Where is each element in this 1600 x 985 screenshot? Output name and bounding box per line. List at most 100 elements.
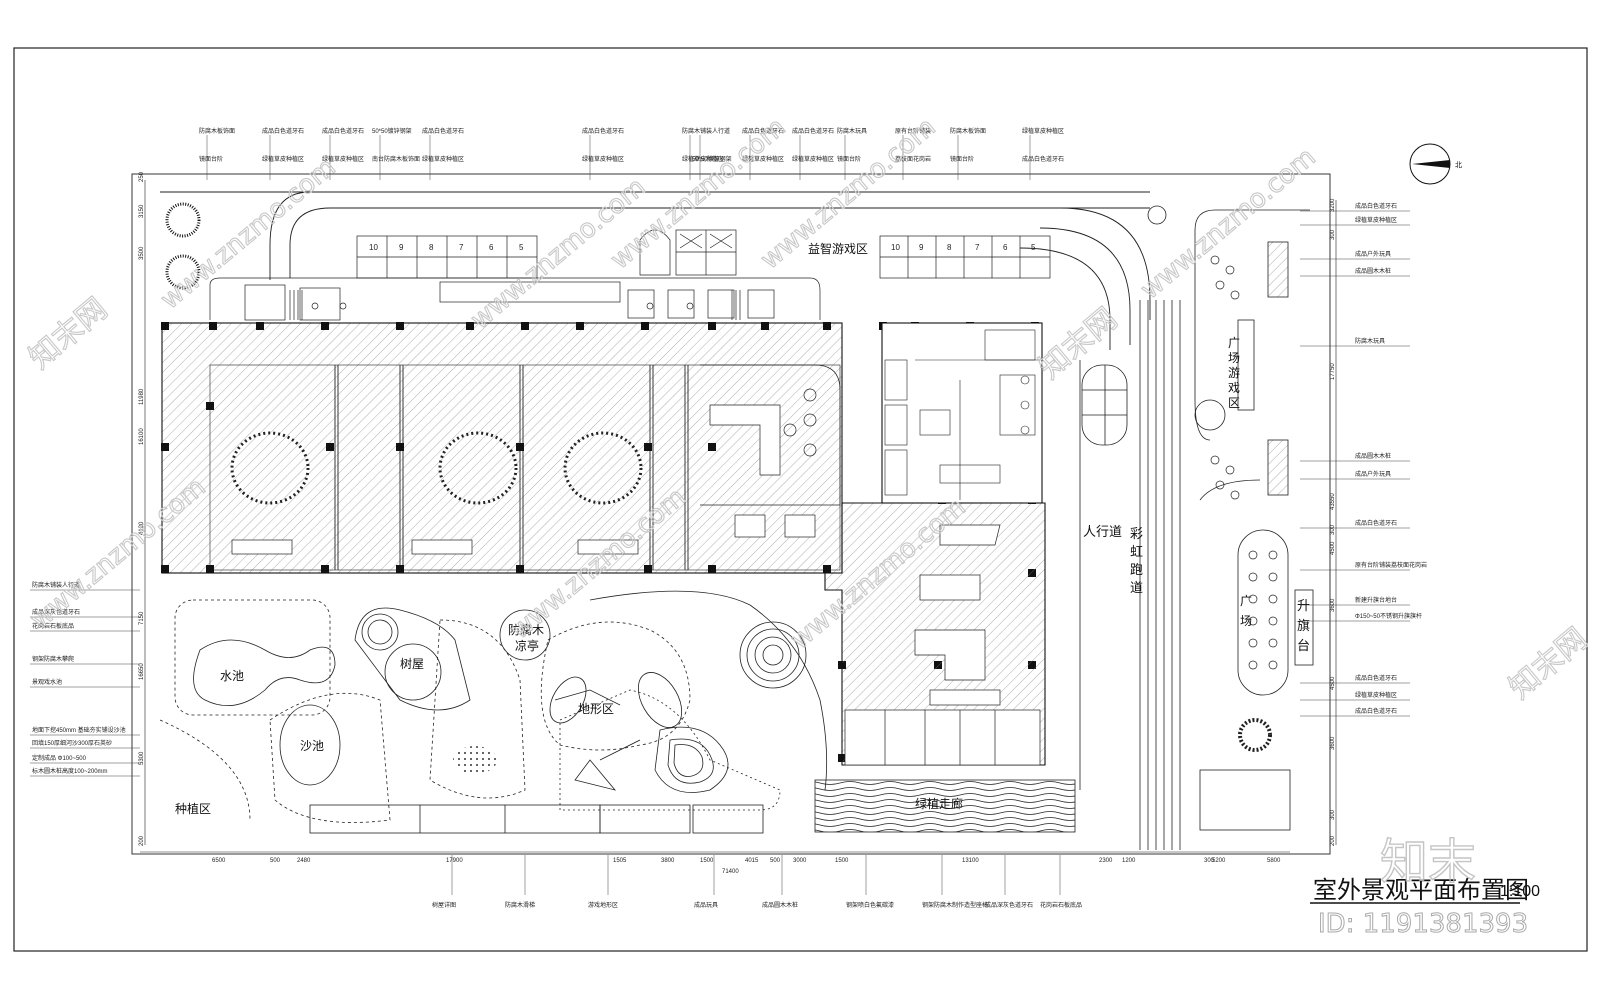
dimension-text: 4500 [1330,676,1336,690]
right-annotations: 成品白色道牙石绿植草皮种植区成品户外玩具成品圆木木桩防腐木玩具成品圆木木桩成品户… [1300,202,1427,717]
left-label: 标木圆木桩高度100~200mm [32,767,108,775]
flag-char-1: 升 [1297,598,1310,613]
plaza-play-char-5: 区 [1228,396,1240,410]
top-label-line1: 成品白色道牙石 [792,127,834,135]
toy-dot [1248,616,1258,626]
toy-dot [1248,638,1258,648]
grid-number: 7 [459,243,464,252]
dimension-text: 3150 [139,204,145,218]
classroom-circles [230,431,643,505]
top-label-line1: 成品白色道牙石 [582,127,624,135]
kitchen-block [881,322,1043,504]
north-road [160,191,1151,350]
zone-green-corridor: 绿植走廊 [915,796,963,811]
toy-dot [1248,660,1258,670]
top-label-line1: 防腐木铺装人行道 [682,127,730,135]
dimension-text: 17900 [446,858,463,864]
rainbow-char-2: 虹 [1130,544,1143,559]
zone-sand-pool: 沙池 [300,739,324,753]
column [823,565,831,573]
plaza-play-char-4: 戏 [1228,381,1240,395]
drawing-title: 室外景观平面布置图 [1313,877,1529,904]
grid-number: 7 [975,243,980,252]
bottom-label: 游戏地形区 [588,901,618,909]
grid-number: 6 [489,243,494,252]
dimension-text: 500 [270,858,281,864]
right-label: 成品白色道牙石 [1355,519,1397,527]
dimension-text: 200 [139,835,145,846]
dimension-text: 1200 [1122,858,1136,864]
column [161,565,169,573]
column [161,443,169,451]
toy-dot [1210,255,1220,265]
dimension-total: 71400 [722,869,739,875]
toy-dot [1230,490,1240,500]
right-label: 绿植草皮种植区 [1355,691,1397,699]
column [209,322,217,330]
right-label: 成品圆木木桩 [1355,452,1391,460]
top-label-line2: 荔枝面花岗岩 [895,155,931,163]
column [708,443,716,451]
grid-number: 9 [399,243,404,252]
column [516,565,524,573]
column [396,322,404,330]
right-label: 成品户外玩具 [1355,470,1391,478]
top-label-line2: 镜面台阶 [199,155,223,163]
column [641,322,649,330]
top-label-line2: 绿植草皮种植区 [262,155,304,163]
rainbow-char-3: 跑 [1130,562,1143,577]
toy-dot [1268,550,1278,560]
puzzle-grid-left [356,235,538,279]
zone-rainbow-run: 彩 虹 跑 道 [1130,526,1143,595]
north-label: 北 [1455,161,1462,169]
bottom-label: 钢架防腐木制作造型座椅 [922,901,988,909]
classroom-walls [334,365,689,570]
trees [165,202,201,290]
toy-dot [1268,616,1278,626]
grid-number: 6 [1003,243,1008,252]
lockers [231,514,816,555]
zone-pavilion-1: 防腐木 [508,622,544,637]
left-annotations: 防腐木铺装人行道成品深灰色道牙石花岗岩石板底品钢架防腐木攀爬景观戏水池地面下挖4… [30,581,140,777]
plaza-toy-dots [1210,255,1278,670]
top-label-line1: 防腐木板饰面 [199,127,235,135]
toy-dot [1210,455,1220,465]
toy-dot [1248,572,1258,582]
top-label-line2: 绿植草皮种植区 [792,155,834,163]
plaza-play-char-1: 广 [1228,336,1240,350]
right-label: 原有台阶铺装荔枝面花岗岩 [1355,561,1427,569]
zone-plaza: 广 场 [1240,594,1252,628]
top-label-line2: 绿植草皮种植区 [422,155,464,163]
bottom-label: 防腐木滑梯 [505,901,535,909]
plaza-char-1: 广 [1240,594,1252,608]
toy-dot [1268,572,1278,582]
drawing-scale: 1:100 [1500,883,1540,900]
dimension-text: 3000 [793,858,807,864]
dimension-text: 200 [1330,835,1336,846]
dimension-text: 3500 [139,246,145,260]
right-label: 防腐木玩具 [1355,337,1385,345]
column [206,565,214,573]
dimension-text: 16650 [139,663,145,680]
top-label-line2: 镜面台阶 [950,155,974,163]
dimension-text: 7150 [139,611,145,625]
grid-number: 5 [1031,243,1036,252]
site-boundary [131,173,1331,855]
zone-water-pool: 水池 [220,669,244,683]
top-annotations: 防腐木板饰面镜面台阶成品白色道牙石绿植草皮种植区成品白色道牙石绿植草皮种植区50… [199,127,1064,180]
left-label: 花岗岩石板底品 [32,622,74,630]
zone-sidewalk: 人行道 [1083,524,1122,539]
watermark-text: 知末网 [1503,621,1594,706]
dimension-text: 3800 [661,858,675,864]
dimension-text: 4500 [1330,541,1336,555]
column [521,322,529,330]
zone-tree-house: 树屋 [400,656,424,671]
dimension-text: 300 [1330,524,1336,535]
top-label-line2: 绿植草皮种植区 [582,155,624,163]
plaza-play-char-3: 游 [1228,366,1240,380]
column [466,322,474,330]
column [576,322,584,330]
dimension-text: 4015 [745,858,759,864]
